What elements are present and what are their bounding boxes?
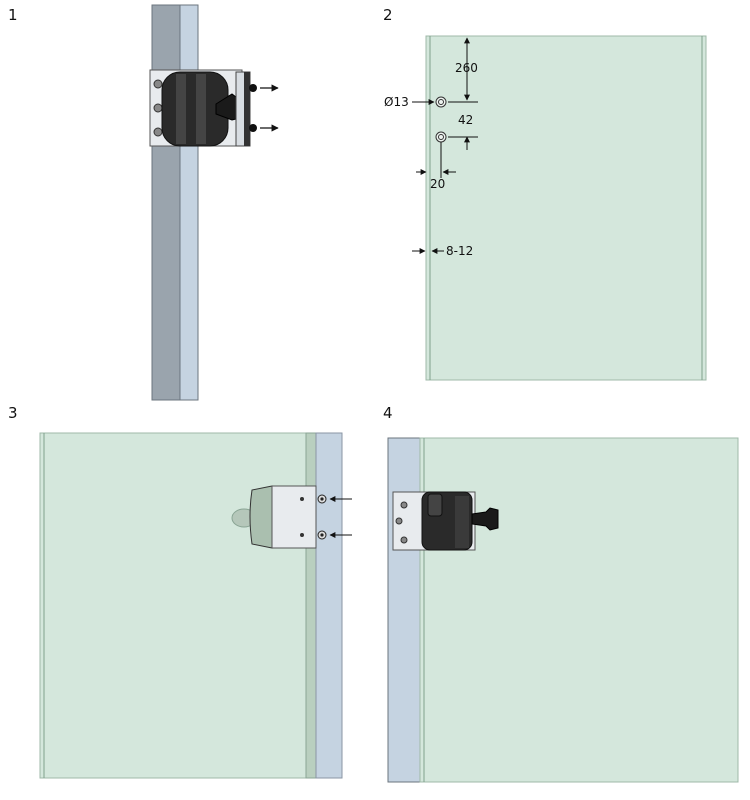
lock-knob-icon [471,507,499,531]
screw-icon [153,127,163,137]
panel-2-drawing: 260 42 Ø13 20 8-12 [384,35,707,381]
frame-post-side [315,432,343,779]
frame-post [305,432,317,779]
dim-hole-diameter: Ø13 [384,95,409,109]
panel-2-number: 2 [383,6,393,24]
screw-icon [300,497,304,501]
screw-icon [153,103,163,113]
lock-band [196,74,206,144]
dim-top-offset: 260 [455,61,478,75]
panel-3-drawing [39,432,352,779]
panel-1-drawing [149,4,279,401]
lock-body [249,485,273,549]
glass-panel [419,437,739,783]
panel-3-number: 3 [8,404,18,422]
dim-hole-spacing: 42 [458,113,473,127]
hole-icon [435,96,447,108]
screw-icon [153,79,163,89]
panel-4-drawing [387,437,739,783]
bracket-plate [271,485,317,549]
lock-band [176,74,186,144]
panel-1-number: 1 [8,6,18,24]
clamp-plate-dark [244,72,250,146]
hole-icon [435,131,447,143]
bolt-icon [249,84,257,92]
bolt-icon [249,124,257,132]
screw-icon [395,517,403,525]
frame-post [387,437,421,783]
dim-edge-offset: 20 [430,177,445,191]
dim-gap: 8-12 [446,244,473,258]
panel-4-number: 4 [383,404,393,422]
glass-panel [39,432,313,779]
screw-icon [300,533,304,537]
glass-panel [425,35,707,381]
screw-icon [400,536,408,544]
frame-post-side [179,4,199,401]
frame-post [151,4,181,401]
screw-icon [400,501,408,509]
